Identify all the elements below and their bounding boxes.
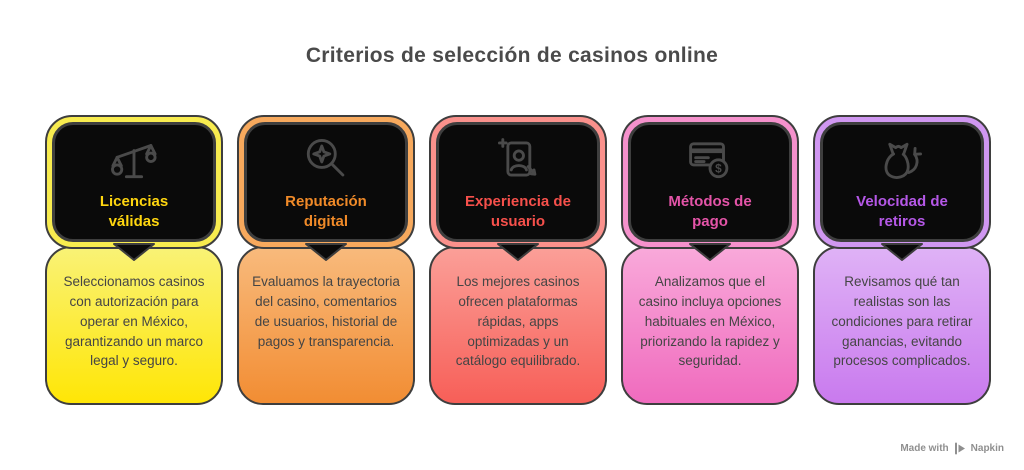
card-description: Evaluamos la trayectoria del casino, com… — [252, 274, 400, 349]
card-experiencia-de-usuario: Los mejores casinos ofrecen plataformas … — [429, 115, 607, 405]
card-title: Reputación digital — [285, 193, 367, 230]
card-header: Reputación digital — [237, 115, 415, 249]
card-body: Revisamos qué tan realistas son las cond… — [813, 246, 991, 405]
watermark-brand: Napkin — [970, 443, 1004, 454]
watermark-made-with: Made with — [900, 443, 949, 454]
card-title: Experiencia de usuario — [465, 193, 571, 230]
card-description: Los mejores casinos ofrecen plataformas … — [455, 274, 581, 369]
speech-tail — [113, 243, 155, 261]
card-body: Los mejores casinos ofrecen plataformas … — [429, 246, 607, 405]
speech-tail — [689, 243, 731, 261]
scales-icon — [111, 144, 157, 179]
card-description: Revisamos qué tan realistas son las cond… — [831, 274, 973, 369]
card-title: Métodos de pago — [668, 193, 752, 230]
card-header: Experiencia de usuario — [429, 115, 607, 249]
card-licencias-validas: Seleccionamos casinos con autorización p… — [45, 115, 223, 405]
cards-row: Seleccionamos casinos con autorización p… — [45, 115, 991, 405]
magnifier-star-icon — [306, 139, 345, 177]
money-bag-arrow-icon — [884, 143, 922, 180]
card-velocidad-de-retiros: Revisamos qué tan realistas son las cond… — [813, 115, 991, 405]
card-header: $ Métodos de pago — [621, 115, 799, 249]
phone-user-icon — [498, 138, 537, 177]
napkin-logo-icon — [954, 442, 965, 455]
watermark: Made with Napkin — [900, 442, 1004, 455]
speech-tail — [305, 243, 347, 261]
card-header: Velocidad de retiros — [813, 115, 991, 249]
svg-text:$: $ — [715, 162, 722, 176]
card-body: Analizamos que el casino incluya opcione… — [621, 246, 799, 405]
card-body: Seleccionamos casinos con autorización p… — [45, 246, 223, 405]
speech-tail — [497, 243, 539, 261]
credit-card-coin-icon: $ — [689, 142, 729, 179]
card-title: Licencias válidas — [99, 193, 169, 230]
card-header: Licencias válidas — [45, 115, 223, 249]
card-reputacion-digital: Evaluamos la trayectoria del casino, com… — [237, 115, 415, 405]
speech-tail — [881, 243, 923, 261]
card-body: Evaluamos la trayectoria del casino, com… — [237, 246, 415, 405]
card-title: Velocidad de retiros — [856, 193, 948, 230]
card-metodos-de-pago: Analizamos que el casino incluya opcione… — [621, 115, 799, 405]
card-description: Seleccionamos casinos con autorización p… — [63, 274, 205, 369]
page-title: Criterios de selección de casinos online — [305, 44, 719, 67]
card-description: Analizamos que el casino incluya opcione… — [638, 274, 782, 369]
